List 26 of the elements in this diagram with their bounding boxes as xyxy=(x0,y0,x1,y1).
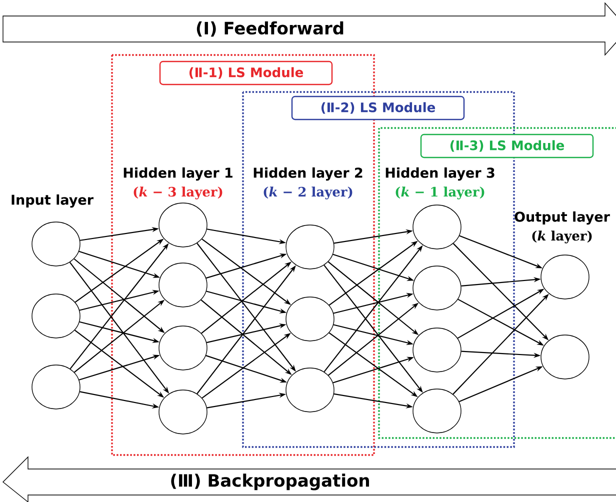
neuron-circle xyxy=(540,254,590,300)
neuron-circle xyxy=(32,294,80,338)
layer-name: Hidden layer 1 xyxy=(124,167,232,181)
module-label: (Ⅱ-1) LS Module xyxy=(159,60,333,86)
neuron-circle xyxy=(286,224,334,270)
neuron-circle xyxy=(540,334,590,380)
layer-index: (k − 2 layer) xyxy=(264,186,352,200)
neuron-circle xyxy=(158,262,208,308)
layer-name: Hidden layer 2 xyxy=(254,167,362,181)
neuron-circle xyxy=(158,390,208,434)
neuron-circle xyxy=(158,326,208,370)
neuron-circle xyxy=(412,328,462,372)
neuron-circle xyxy=(32,222,80,266)
module-label: (Ⅱ-3) LS Module xyxy=(420,134,594,158)
neuron-circle xyxy=(412,266,462,310)
layer-name: Input layer xyxy=(12,194,94,208)
layer-index: (k − 1 layer) xyxy=(396,186,484,200)
module-label: (Ⅱ-2) LS Module xyxy=(291,96,465,120)
neuron-circle xyxy=(32,364,80,410)
neuron-circle xyxy=(158,202,208,248)
neuron-circle xyxy=(286,368,334,412)
neuron-circle xyxy=(412,204,462,250)
layer-name: Hidden layer 3 xyxy=(386,167,494,181)
neuron-circle xyxy=(286,296,334,342)
layer-name: Output layer xyxy=(514,211,610,225)
neuron-circle xyxy=(412,388,462,434)
